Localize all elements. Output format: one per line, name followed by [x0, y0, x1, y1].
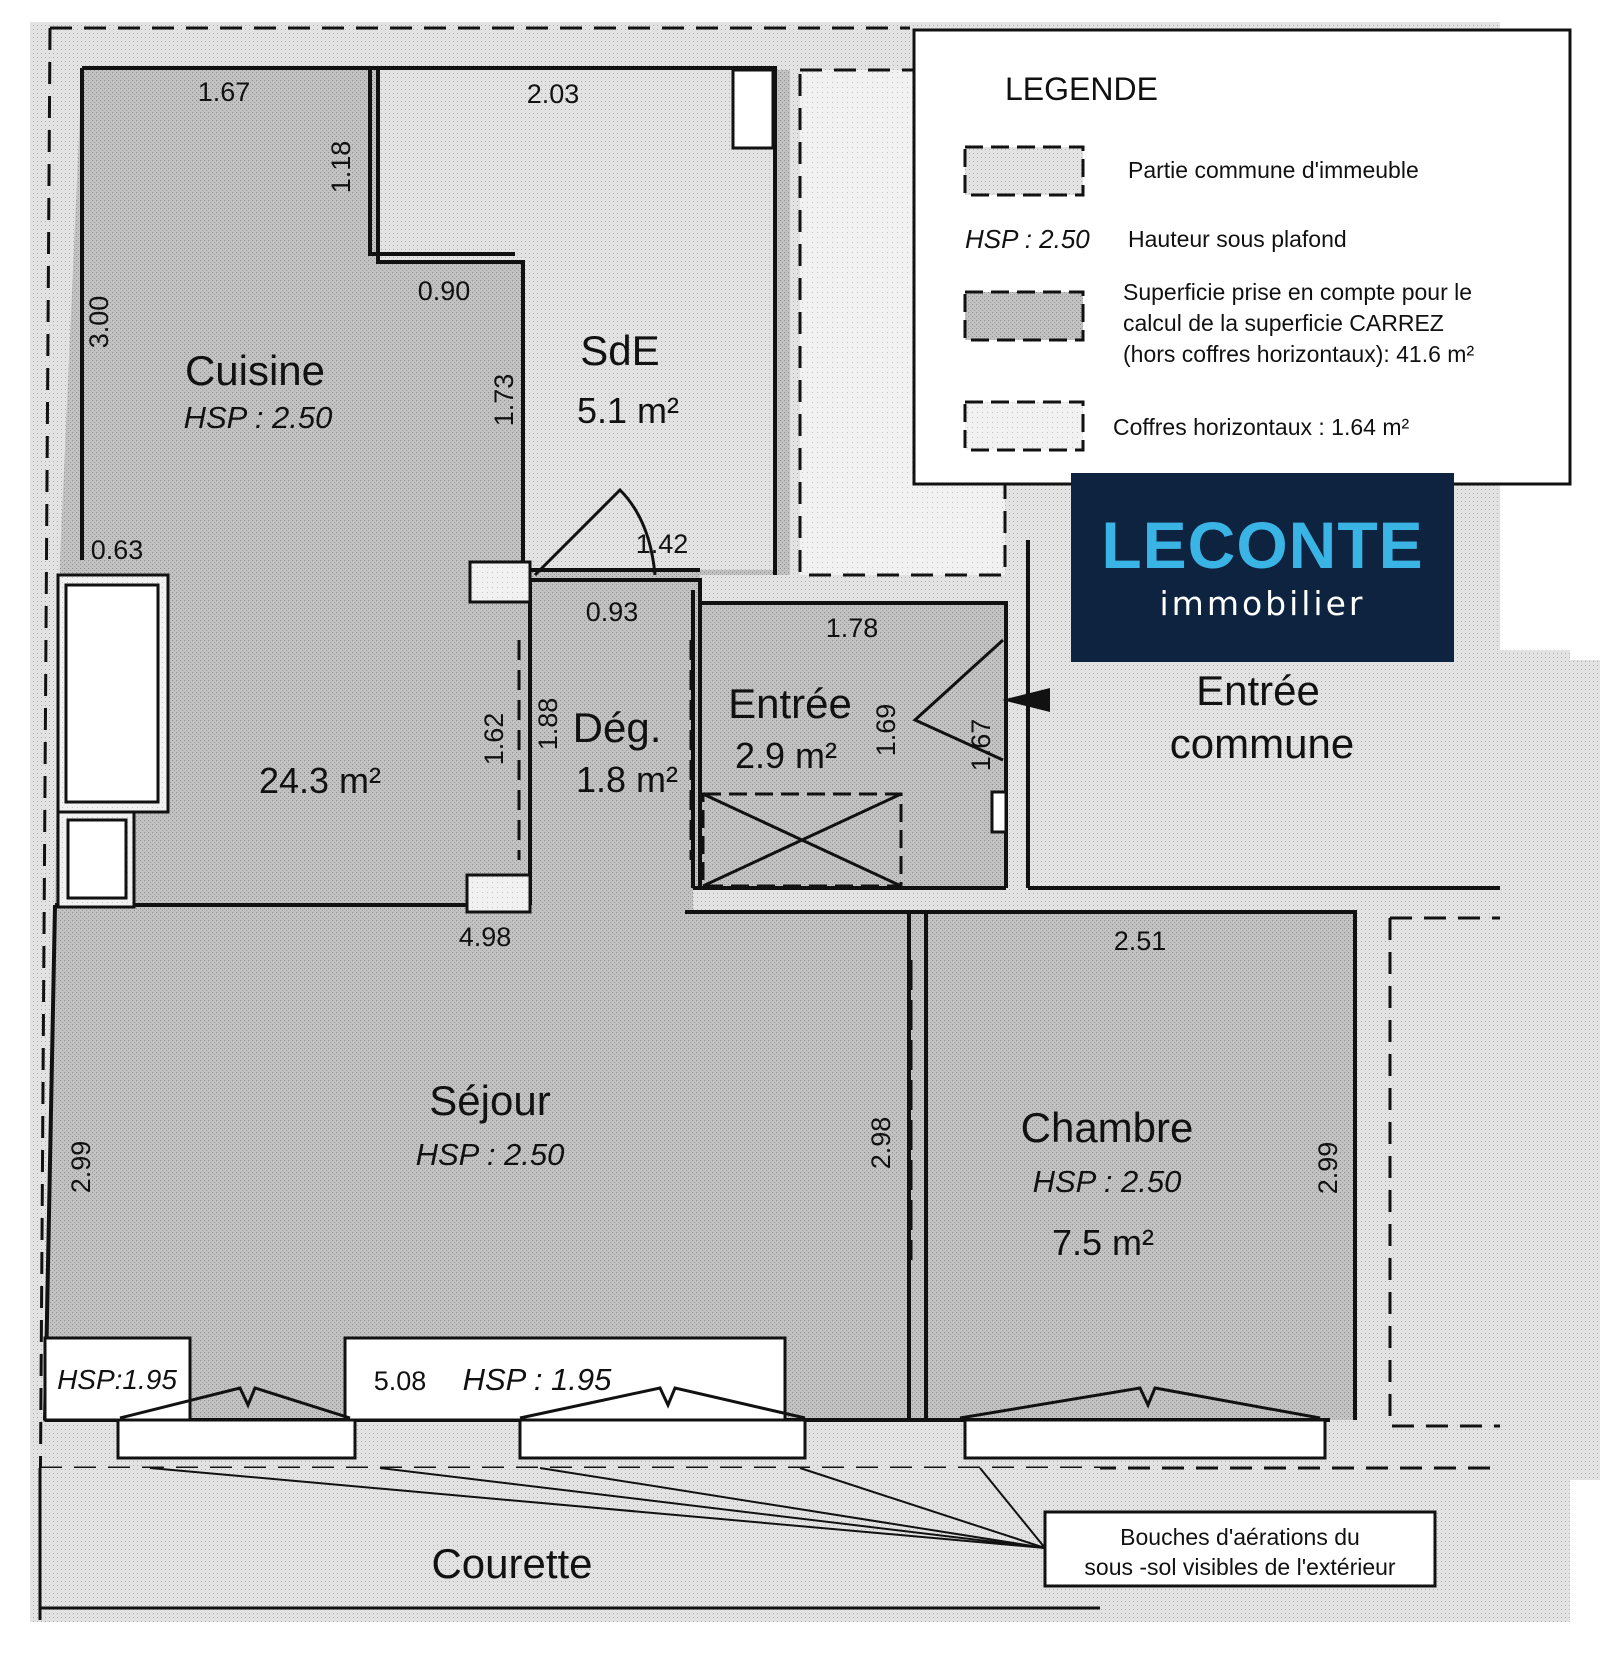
legend-carrez-line-2: calcul de la superficie CARREZ	[1123, 310, 1444, 336]
room-hsp-cuisine: HSP : 2.50	[184, 400, 333, 435]
room-hsp-chambre: HSP : 2.50	[1033, 1164, 1182, 1199]
legend-carrez-line-3: (hors coffres horizontaux): 41.6 m²	[1123, 341, 1474, 367]
entry-arrow	[1002, 688, 1050, 712]
room-area-chambre: 7.5 m²	[1052, 1222, 1154, 1263]
shaft-sde	[731, 68, 775, 150]
room-area-deg: 1.8 m²	[576, 759, 678, 800]
courette-wall	[38, 1468, 1100, 1620]
kitchen-niche	[56, 573, 170, 909]
legend-title: LEGENDE	[1005, 71, 1158, 107]
callout-line-1: Bouches d'aérations du	[1120, 1524, 1360, 1550]
dim-cuisine-notch-w: 0.90	[418, 276, 471, 306]
legend-hsp-example: HSP : 2.50	[965, 224, 1090, 254]
dim-niche-width: 0.63	[91, 535, 144, 565]
dim-sejour-bottom: 5.08	[374, 1366, 427, 1396]
low-ceiling-center: HSP : 1.95	[463, 1362, 613, 1397]
dim-partition: 2.98	[866, 1117, 896, 1170]
dim-deg-inner: 1.88	[533, 698, 563, 751]
dim-sde-top: 2.03	[527, 79, 580, 109]
dim-cuisine-top: 1.67	[198, 77, 251, 107]
logo-name: LECONTE	[1101, 508, 1424, 582]
room-name-deg: Dég.	[573, 704, 662, 751]
pillar-bottom	[465, 873, 532, 914]
room-area-sde: 5.1 m²	[577, 390, 679, 431]
vent-openings	[119, 1386, 1321, 1420]
callout-leaders	[149, 1467, 1046, 1549]
room-name-sejour: Séjour	[429, 1077, 550, 1124]
room-name-entree: Entrée	[728, 680, 852, 727]
low-ceiling-box-center	[343, 1336, 787, 1422]
dim-sde-bottom: 1.42	[636, 529, 689, 559]
logo-subtitle: immobilier	[1159, 584, 1366, 623]
dim-chambre-right: 2.99	[1313, 1142, 1343, 1195]
legend-common-label: Partie commune d'immeuble	[1128, 157, 1419, 183]
dim-deg-left: 1.62	[479, 713, 509, 766]
callout-line-2: sous -sol visibles de l'extérieur	[1084, 1554, 1396, 1580]
dim-cuisine-notch-h: 1.18	[326, 141, 356, 194]
entree-commune-line-1: Entrée	[1196, 667, 1320, 714]
legend-coffres-label: Coffres horizontaux : 1.64 m²	[1113, 414, 1409, 440]
meter-box	[990, 790, 1008, 834]
legend-swatch-common	[963, 145, 1085, 197]
room-name-cuisine: Cuisine	[185, 347, 325, 394]
dim-entree-door: 1.67	[966, 719, 996, 772]
dim-entree-height: 1.69	[871, 704, 901, 757]
room-area-cuisine: 24.3 m²	[259, 760, 381, 801]
legend-swatch-coffre	[963, 400, 1085, 452]
room-name-sde: SdE	[580, 327, 659, 374]
dim-sejour-width-top: 4.98	[459, 922, 512, 952]
room-area-entree: 2.9 m²	[735, 735, 837, 776]
callout-box	[1043, 1510, 1437, 1588]
building-outline	[38, 26, 1500, 1541]
dim-cuisine-height: 3.00	[84, 296, 114, 349]
pillar-top	[468, 560, 532, 604]
dim-chambre-top: 2.51	[1114, 926, 1167, 956]
dim-deg-top: 0.93	[586, 597, 639, 627]
courette-label: Courette	[431, 1540, 592, 1587]
legend-hsp-label: Hauteur sous plafond	[1128, 226, 1347, 252]
doors	[517, 487, 1005, 1260]
dim-sejour-left: 2.99	[66, 1141, 96, 1194]
room-name-chambre: Chambre	[1021, 1104, 1194, 1151]
common-area-right	[1500, 660, 1600, 1480]
room-hsp-sejour: HSP : 2.50	[416, 1137, 565, 1172]
dim-sde-left: 1.73	[489, 374, 519, 427]
windows	[116, 1418, 1327, 1460]
low-ceiling-left: HSP:1.95	[57, 1364, 177, 1395]
legend-swatch-carrez	[963, 290, 1085, 342]
entree-cupboard	[701, 792, 903, 888]
legend-carrez-line-1: Superficie prise en compte pour le	[1123, 279, 1472, 305]
entree-commune-line-2: commune	[1170, 720, 1354, 767]
leconte-logo: LECONTE immobilier	[1071, 473, 1454, 662]
dim-entree-top: 1.78	[826, 613, 879, 643]
